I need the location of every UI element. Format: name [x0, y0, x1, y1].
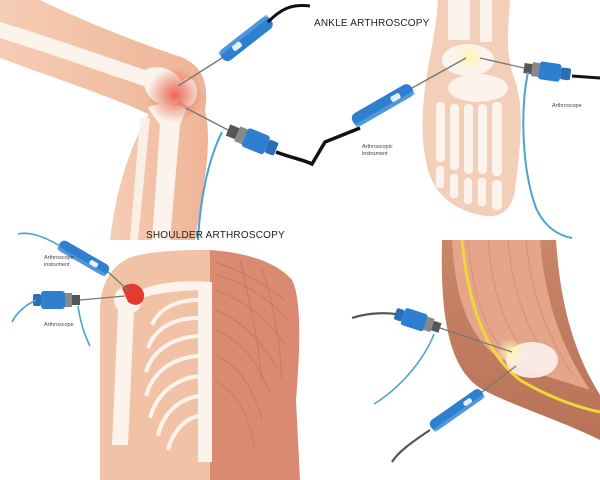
ankle-tibia: [448, 0, 470, 40]
shoulder-panel: [11, 232, 300, 480]
metatarsal-bones: [436, 102, 502, 176]
elbow-scope-body: [393, 308, 442, 333]
shoulder-title: SHOULDER ARTHROSCOPY: [146, 230, 285, 241]
shoulder-instrument-label-line1: Arthroscopic: [44, 255, 75, 261]
elbow-light-cable: [373, 333, 435, 405]
elbow-scope-cable: [351, 312, 397, 320]
shoulder-instrument-cable: [17, 232, 61, 247]
ankle-instrument-handle: [351, 84, 415, 128]
knee-light-cable: [197, 131, 223, 241]
fibula-bone: [130, 118, 150, 240]
knee-instrument-shaft: [177, 57, 223, 87]
shoulder-scope-label: Arthroscope: [44, 322, 74, 328]
shoulder-scope-body: [33, 291, 80, 309]
ankle-joint-glow: [456, 44, 484, 72]
elbow-instrument-shaft: [481, 365, 517, 393]
knee-scope-cable: [275, 126, 361, 167]
ankle-scope-label: Arthroscope: [552, 103, 582, 109]
humerus-bone: [112, 310, 134, 445]
ankle-scope-shaft: [479, 57, 525, 69]
shoulder-instrument-shaft: [107, 271, 131, 293]
ankle-instrument-shaft: [411, 57, 467, 89]
rib-cage: [144, 298, 199, 451]
ankle-panel: [351, 0, 600, 239]
shoulder-light-cable: [77, 305, 91, 347]
ankle-instrument-label: Arthroscopic instrument: [362, 144, 393, 158]
ulnar-nerve: [460, 239, 600, 414]
ankle-instrument-label-line1: Arthroscopic: [362, 144, 393, 150]
ankle-fibula: [480, 0, 492, 42]
shoulder-scope-shaft: [79, 295, 126, 301]
toe-bones: [436, 166, 502, 210]
elbow-panel: [351, 239, 600, 463]
knee-instrument-cable: [266, 4, 311, 24]
knee-instrument-handle: [218, 15, 273, 62]
knee-scope-body: [225, 124, 279, 156]
muscle-fibers: [214, 259, 289, 451]
knee-scope-shaft: [185, 107, 229, 131]
elbow-scope-shaft: [439, 327, 513, 353]
shoulder-scope-cable: [11, 299, 37, 323]
ankle-scope-body: [523, 61, 572, 82]
elbow-instrument-handle: [429, 389, 485, 432]
ankle-instrument-label-line2: instrument: [362, 151, 388, 157]
tibia-bone: [148, 103, 186, 241]
ankle-light-cable: [522, 71, 573, 239]
ankle-scope-cable: [571, 74, 600, 80]
elbow-instrument-cable: [391, 429, 431, 463]
shoulder-instrument-handle: [57, 240, 110, 277]
knee-panel: [0, 0, 361, 241]
femur-bone: [0, 22, 160, 88]
ankle-title: ANKLE ARTHROSCOPY: [314, 18, 430, 29]
torso-muscle: [210, 250, 300, 480]
tarsal-bones: [448, 74, 508, 102]
shoulder-instrument-label-line2: instrument: [44, 262, 70, 268]
shoulder-instrument-label: Arthroscopic instrument: [44, 255, 75, 269]
clavicle-bone: [140, 281, 208, 298]
spine: [198, 282, 212, 462]
